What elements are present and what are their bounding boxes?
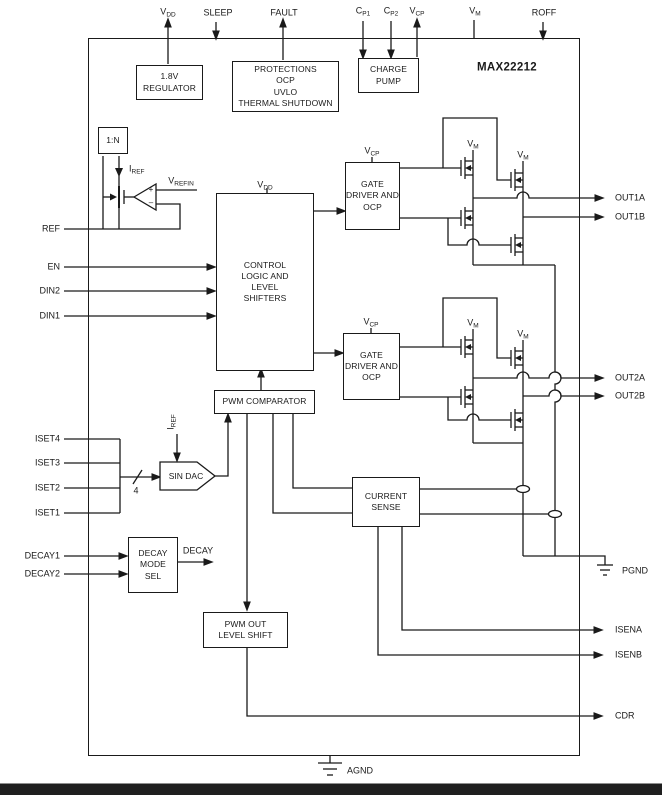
pin-iset1: ISET1 (34, 507, 60, 518)
rail-vcp-label-1: VCP (364, 145, 380, 158)
block-charge-pump: CHARGE PUMP (358, 58, 419, 93)
pin-fault: FAULT (270, 7, 298, 18)
pwm-comparator-wires (243, 414, 352, 612)
fet-hs2a (460, 335, 474, 359)
sense-tap-1 (515, 484, 531, 494)
agnd-ground-icon (318, 756, 342, 776)
rail-vm-label-1: VM (467, 138, 479, 151)
sin-dac-wires (159, 412, 232, 491)
amplifier (132, 182, 157, 212)
fet-hs1a (460, 156, 474, 180)
block-current-sense: CURRENT SENSE (352, 477, 420, 527)
part-number: MAX22212 (477, 61, 537, 74)
regulator-label-2: REGULATOR (142, 82, 196, 93)
gate-wires-bridge1 (400, 117, 511, 246)
rail-vm-label-4: VM (517, 328, 529, 341)
block-current-mirror: 1:N (98, 127, 128, 154)
fet-ls2a (460, 385, 474, 409)
top-pin-wires (164, 17, 547, 64)
pin-cdr: CDR (615, 710, 635, 721)
block-decay-mode-sel: DECAY MODE SEL (128, 537, 178, 593)
pin-cp1: CP1 (355, 5, 371, 18)
pin-isenb: ISENB (615, 649, 643, 660)
block-control-logic: CONTROL LOGIC AND LEVEL SHIFTERS (216, 193, 314, 371)
pin-din1: DIN1 (39, 310, 60, 321)
chip-outline (88, 38, 580, 756)
fet-ls1b (510, 233, 524, 257)
output-wires (473, 191, 605, 400)
fet-hs2b (510, 346, 524, 370)
pin-vdd: VDD (160, 6, 176, 19)
regulator-label-1: 1.8V (160, 71, 179, 82)
block-gate-driver-2: GATE DRIVER AND OCP (343, 333, 400, 400)
pin-sleep: SLEEP (203, 7, 233, 18)
pin-out2b: OUT2B (615, 390, 646, 401)
pin-out1b: OUT1B (615, 211, 646, 222)
pin-vm: VM (469, 5, 481, 18)
pin-en: EN (47, 261, 60, 272)
rail-vdd-label: VDD (257, 179, 273, 192)
pin-iset4: ISET4 (34, 433, 60, 444)
decay-signal-label: DECAY (182, 545, 214, 556)
pin-decay2: DECAY2 (24, 568, 60, 579)
rail-vm-label-2: VM (517, 149, 529, 162)
cdr-wire (246, 648, 604, 720)
fet-hs1b (510, 168, 524, 192)
sin-dac-shape (159, 461, 217, 491)
sin-dac-label: SIN DAC (168, 470, 204, 481)
block-protections: PROTECTIONS OCP UVLO THERMAL SHUTDOWN (232, 61, 339, 112)
pin-cp2: CP2 (383, 5, 399, 18)
pin-iset2: ISET2 (34, 482, 60, 493)
bus-width-label: 4 (133, 485, 139, 496)
footer-bar (0, 783, 662, 795)
pin-isena: ISENA (615, 624, 643, 635)
pin-din2: DIN2 (39, 285, 60, 296)
iref-label: IREF (129, 163, 145, 176)
block-gate-driver-1: GATE DRIVER AND OCP (345, 162, 400, 230)
iref-dac-label: IREF (165, 414, 178, 430)
pin-iset3: ISET3 (34, 457, 60, 468)
vrefin-label: VREFIN (168, 175, 194, 188)
rail-vm-label-3: VM (467, 317, 479, 330)
rail-vcp-label-2: VCP (363, 316, 379, 329)
block-pwm-comparator: PWM COMPARATOR (214, 390, 315, 414)
pin-vcp: VCP (409, 5, 425, 18)
sense-tap-2 (547, 509, 563, 519)
pin-decay1: DECAY1 (24, 550, 60, 561)
pin-out2a: OUT2A (615, 372, 646, 383)
reference-cell (102, 156, 197, 229)
pin-ref: REF (42, 223, 60, 234)
fet-ls2b (510, 408, 524, 432)
pin-agnd: AGND (347, 765, 374, 776)
gate-wires-bridge2 (400, 297, 511, 421)
pin-out1a: OUT1A (615, 192, 646, 203)
amp-minus-label: – (148, 198, 154, 207)
bridge-rails (472, 150, 606, 565)
pgnd-ground-icon (597, 564, 613, 576)
block-pwm-out-level-shift: PWM OUT LEVEL SHIFT (203, 612, 288, 648)
pin-pgnd: PGND (622, 565, 649, 576)
control-logic-wires (257, 157, 373, 390)
pin-roff: ROFF (531, 7, 557, 18)
current-sense-wires (377, 484, 604, 659)
amp-plus-label: + (148, 185, 154, 194)
block-regulator: 1.8V REGULATOR (136, 65, 203, 100)
left-pin-wires (64, 203, 217, 578)
fet-ls1a (460, 206, 474, 230)
